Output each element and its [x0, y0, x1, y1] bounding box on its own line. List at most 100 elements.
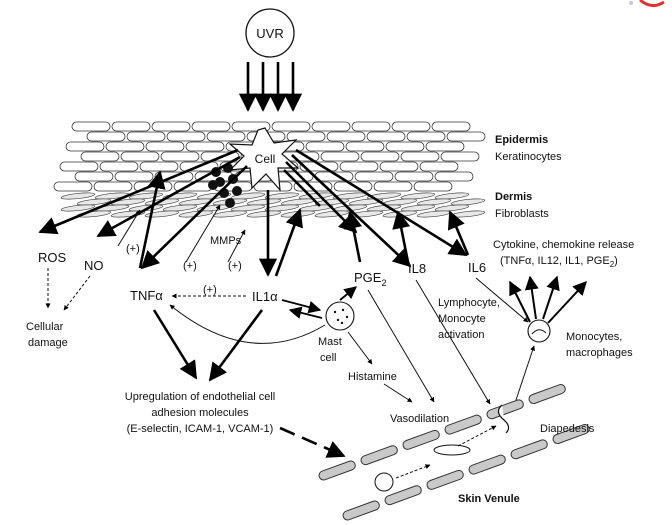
mast-cell [325, 301, 355, 331]
endothelial-cell [384, 485, 422, 506]
upregulation-label: adhesion molecules [151, 407, 249, 419]
endothelial-cell [444, 414, 482, 435]
endothelial-cell [402, 429, 440, 450]
keratinocyte [406, 131, 446, 142]
mast-pge2-arrow [339, 286, 357, 301]
il8-label: IL8 [408, 261, 426, 276]
fibroblast [348, 198, 384, 206]
fibroblast [400, 192, 436, 200]
il1-upregulation-arrow [208, 309, 264, 382]
tnf-upregulation-arrow [152, 309, 198, 380]
il1-mast-arrow [281, 299, 322, 314]
feedback-arrows [117, 170, 470, 277]
il6-label: IL6 [468, 260, 486, 275]
extravasation [374, 345, 535, 492]
fibroblast [264, 192, 300, 200]
fibroblast [230, 192, 266, 200]
keratinocyte [320, 151, 360, 162]
keratinocyte [99, 161, 139, 172]
fibroblast [246, 210, 282, 218]
keratinocyte [286, 131, 326, 142]
keratinocyte [311, 121, 351, 132]
pge2-label: PGE2 [354, 270, 386, 288]
keratinocyte [400, 151, 440, 162]
keratinocyte [366, 131, 406, 142]
keratinocyte [59, 161, 99, 172]
keratinocyte [139, 161, 179, 172]
endothelial-cell [318, 460, 356, 481]
damage-label: Cellular [26, 321, 64, 333]
upregulation-venule-arrow [279, 426, 346, 458]
keratinocyte [86, 131, 126, 142]
ros-label: ROS [38, 250, 67, 265]
keratinocyte [53, 181, 93, 192]
mast-il1-arrow [288, 306, 323, 319]
keratinocyte [326, 131, 366, 142]
keratinocyte [111, 121, 151, 132]
keratinocyte [440, 151, 480, 162]
corner-logo-icon [629, 0, 665, 7]
no-label: NO [84, 258, 104, 273]
lymphocyte-label: activation [438, 329, 484, 341]
upregulation-label: Upregulation of endothelial cell [125, 391, 275, 403]
cytokine-release-label: Cytokine, chemokine release [493, 239, 634, 251]
keratinocyte [151, 121, 191, 132]
mast-histamine-arrow [347, 331, 373, 365]
plus-sign: (+) [203, 284, 217, 296]
il8-venule-arrow [415, 279, 491, 405]
keratinocyte [191, 121, 231, 132]
tnf-alpha-label: TNFα [130, 288, 163, 303]
pge2-vasodilation-arrow [367, 289, 435, 403]
keratinocyte [305, 141, 345, 152]
endothelial-cell [342, 500, 380, 521]
fibroblast [400, 204, 436, 212]
keratinocyte [391, 121, 431, 132]
keratinocyte [431, 121, 471, 132]
damage-label: damage [28, 337, 68, 349]
monocyte-cell [527, 319, 551, 343]
keratinocyte [74, 171, 114, 182]
keratinocyte [114, 171, 154, 182]
no-damage-arrow [63, 275, 91, 311]
fibroblast [144, 210, 180, 218]
keratinocyte [253, 181, 293, 192]
endothelial-cell [510, 439, 548, 460]
diapedesis-label: Diapedesis [540, 423, 595, 435]
monocytes-label: macrophages [566, 347, 633, 359]
keratinocyte [105, 141, 145, 152]
mast-cell-label: Mast [318, 336, 342, 348]
uvr-source: UVR [245, 8, 295, 58]
fibroblast [434, 192, 470, 200]
keratinocyte [351, 121, 391, 132]
uvr-label: UVR [256, 26, 283, 41]
plus-sign: (+) [228, 260, 242, 272]
stressed-cell: Cell [228, 127, 300, 192]
endothelial-cell [486, 399, 524, 420]
dermis-subtitle: Fibroblasts [495, 208, 549, 220]
histamine-label: Histamine [348, 371, 397, 383]
skin-venule-label: Skin Venule [458, 493, 520, 505]
il1-alpha-label: IL1α [252, 289, 278, 304]
keratinocyte [385, 141, 425, 152]
mast-cell-label: cell [320, 352, 337, 364]
keratinocyte [271, 121, 311, 132]
fibroblast [450, 198, 486, 206]
keratinocyte [80, 151, 120, 162]
mast-tnf-arrow [169, 304, 326, 344]
endothelial-cell [528, 384, 566, 404]
skin-venule [318, 384, 590, 521]
fibroblast [246, 198, 282, 206]
keratinocyte [145, 141, 185, 152]
epidermis-subtitle: Keratinocytes [495, 151, 562, 163]
keratinocyte [446, 131, 486, 142]
endothelial-cell [360, 445, 398, 466]
histamine-vasodilation-arrow [383, 383, 413, 403]
keratinocyte [394, 171, 434, 182]
keratinocyte [413, 181, 453, 192]
upregulation-label: (E-selectin, ICAM-1, VCAM-1) [127, 423, 274, 435]
keratinocyte [373, 181, 413, 192]
keratinocyte [71, 121, 111, 132]
keratinocyte [339, 161, 379, 172]
epidermis-layer [53, 121, 486, 192]
